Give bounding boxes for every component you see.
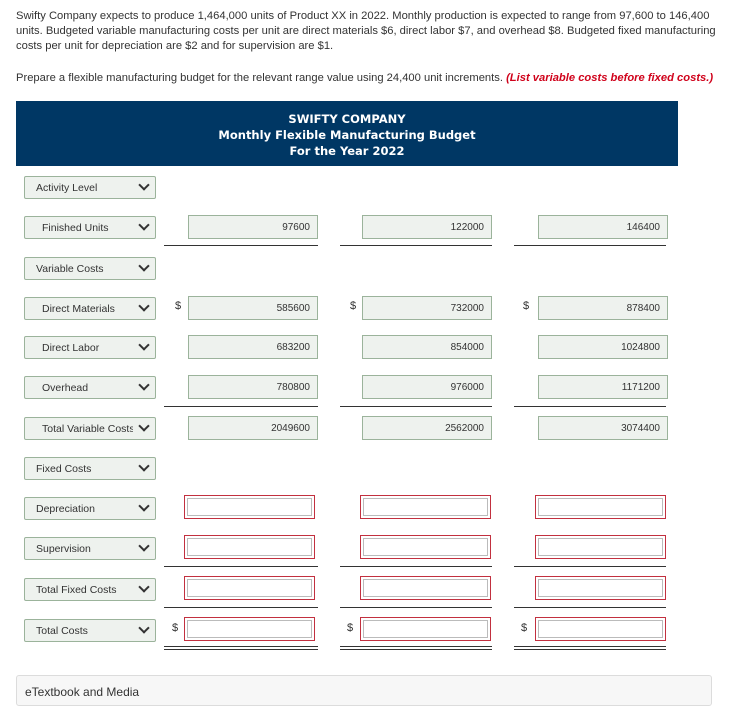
depreciation-input-col3[interactable] bbox=[535, 495, 666, 519]
currency-symbol: $ bbox=[523, 300, 530, 312]
overhead-col1[interactable]: 780800 bbox=[188, 375, 318, 399]
underline bbox=[514, 566, 666, 567]
select-label: Depreciation bbox=[36, 503, 95, 515]
double-underline bbox=[164, 646, 318, 647]
direct-labor-col3[interactable]: 1024800 bbox=[538, 335, 668, 359]
select-label: Total Costs bbox=[36, 625, 88, 637]
overhead-col3[interactable]: 1171200 bbox=[538, 375, 668, 399]
depreciation-input-col2[interactable] bbox=[360, 495, 491, 519]
overhead-select[interactable]: Overhead bbox=[24, 376, 156, 399]
company-name: SWIFTY COMPANY bbox=[288, 112, 406, 126]
etextbook-link[interactable]: eTextbook and Media bbox=[16, 675, 712, 706]
total-fixed-costs-input-col3[interactable] bbox=[535, 576, 666, 600]
underline bbox=[164, 245, 318, 246]
total-variable-costs-select[interactable]: Total Variable Costs bbox=[24, 417, 156, 440]
supervision-input-col3[interactable] bbox=[535, 535, 666, 559]
select-label: Overhead bbox=[42, 382, 89, 394]
chevron-down-icon bbox=[138, 581, 150, 593]
chevron-down-icon bbox=[138, 300, 150, 312]
currency-symbol: $ bbox=[347, 622, 354, 634]
direct-labor-select[interactable]: Direct Labor bbox=[24, 336, 156, 359]
underline bbox=[340, 607, 492, 608]
direct-materials-col2[interactable]: 732000 bbox=[362, 296, 492, 320]
fixed-costs-select[interactable]: Fixed Costs bbox=[24, 457, 156, 480]
select-label: Activity Level bbox=[36, 182, 98, 194]
currency-symbol: $ bbox=[521, 622, 528, 634]
total-variable-costs-col2[interactable]: 2562000 bbox=[362, 416, 492, 440]
select-label: Direct Labor bbox=[42, 342, 100, 354]
double-underline bbox=[514, 646, 666, 647]
direct-labor-col1[interactable]: 683200 bbox=[188, 335, 318, 359]
underline bbox=[164, 607, 318, 608]
finished-units-col2[interactable]: 122000 bbox=[362, 215, 492, 239]
total-fixed-costs-select[interactable]: Total Fixed Costs bbox=[24, 578, 156, 601]
double-underline bbox=[514, 649, 666, 650]
finished-units-col3[interactable]: 146400 bbox=[538, 215, 668, 239]
direct-labor-col2[interactable]: 854000 bbox=[362, 335, 492, 359]
chevron-down-icon bbox=[138, 219, 150, 231]
problem-statement: Swifty Company expects to produce 1,464,… bbox=[16, 10, 716, 52]
select-label: Supervision bbox=[36, 543, 91, 555]
activity-level-select[interactable]: Activity Level bbox=[24, 176, 156, 199]
supervision-select[interactable]: Supervision bbox=[24, 537, 156, 560]
supervision-input-col2[interactable] bbox=[360, 535, 491, 559]
chevron-down-icon bbox=[138, 622, 150, 634]
total-variable-costs-col1[interactable]: 2049600 bbox=[188, 416, 318, 440]
underline bbox=[340, 245, 492, 246]
budget-title: Monthly Flexible Manufacturing Budget bbox=[218, 128, 476, 142]
chevron-down-icon bbox=[138, 379, 150, 391]
underline bbox=[514, 607, 666, 608]
chevron-down-icon bbox=[138, 260, 150, 272]
underline bbox=[514, 245, 666, 246]
select-label: Finished Units bbox=[42, 222, 109, 234]
overhead-col2[interactable]: 976000 bbox=[362, 375, 492, 399]
underline bbox=[164, 406, 318, 407]
chevron-down-icon bbox=[138, 540, 150, 552]
double-underline bbox=[164, 649, 318, 650]
finished-units-select[interactable]: Finished Units bbox=[24, 216, 156, 239]
select-label: Fixed Costs bbox=[36, 463, 92, 475]
direct-materials-col1[interactable]: 585600 bbox=[188, 296, 318, 320]
chevron-down-icon bbox=[138, 420, 150, 432]
total-variable-costs-col3[interactable]: 3074400 bbox=[538, 416, 668, 440]
total-costs-input-col1[interactable] bbox=[184, 617, 315, 641]
budget-header: SWIFTY COMPANY Monthly Flexible Manufact… bbox=[16, 101, 678, 166]
supervision-input-col1[interactable] bbox=[184, 535, 315, 559]
underline bbox=[340, 406, 492, 407]
finished-units-col1[interactable]: 97600 bbox=[188, 215, 318, 239]
select-label: Direct Materials bbox=[42, 303, 115, 315]
currency-symbol: $ bbox=[350, 300, 357, 312]
total-fixed-costs-input-col1[interactable] bbox=[184, 576, 315, 600]
underline bbox=[514, 406, 666, 407]
chevron-down-icon bbox=[138, 179, 150, 191]
select-label: Variable Costs bbox=[36, 263, 104, 275]
currency-symbol: $ bbox=[172, 622, 179, 634]
total-costs-select[interactable]: Total Costs bbox=[24, 619, 156, 642]
instruction-text: Prepare a flexible manufacturing budget … bbox=[16, 72, 503, 84]
chevron-down-icon bbox=[138, 500, 150, 512]
select-label: Total Variable Costs bbox=[42, 423, 133, 435]
instruction-hint: (List variable costs before fixed costs.… bbox=[506, 72, 714, 84]
depreciation-select[interactable]: Depreciation bbox=[24, 497, 156, 520]
instructions: Prepare a flexible manufacturing budget … bbox=[16, 72, 713, 84]
double-underline bbox=[340, 649, 492, 650]
chevron-down-icon bbox=[138, 460, 150, 472]
underline bbox=[340, 566, 492, 567]
underline bbox=[164, 566, 318, 567]
double-underline bbox=[340, 646, 492, 647]
currency-symbol: $ bbox=[175, 300, 182, 312]
select-label: Total Fixed Costs bbox=[36, 584, 117, 596]
total-costs-input-col3[interactable] bbox=[535, 617, 666, 641]
total-fixed-costs-input-col2[interactable] bbox=[360, 576, 491, 600]
chevron-down-icon bbox=[138, 339, 150, 351]
total-costs-input-col2[interactable] bbox=[360, 617, 491, 641]
direct-materials-col3[interactable]: 878400 bbox=[538, 296, 668, 320]
budget-period: For the Year 2022 bbox=[289, 144, 405, 158]
depreciation-input-col1[interactable] bbox=[184, 495, 315, 519]
variable-costs-select[interactable]: Variable Costs bbox=[24, 257, 156, 280]
direct-materials-select[interactable]: Direct Materials bbox=[24, 297, 156, 320]
